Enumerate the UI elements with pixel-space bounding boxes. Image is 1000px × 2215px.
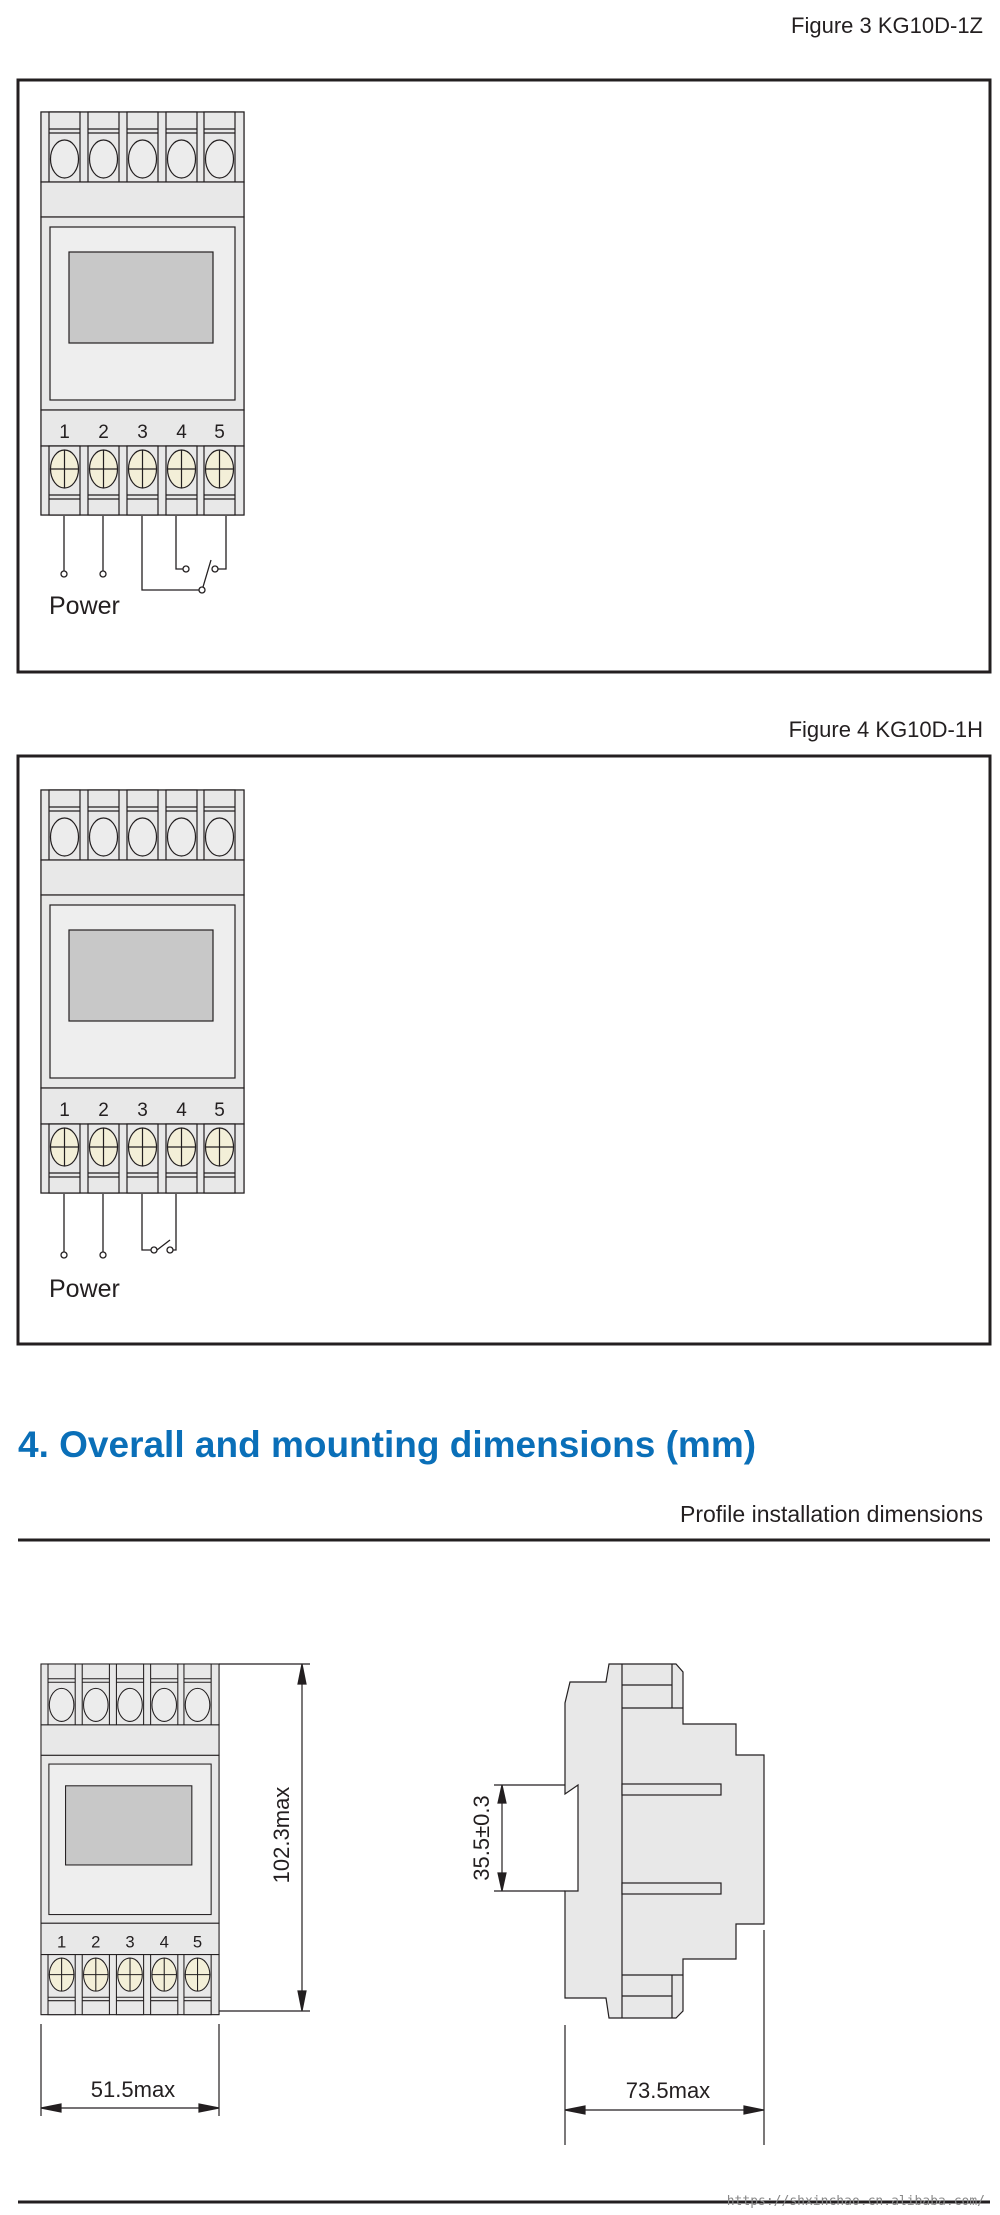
terminal-number: 4 (176, 422, 187, 443)
terminal-number: 1 (57, 1933, 66, 1952)
terminal-number: 2 (98, 422, 109, 443)
figure-4-caption: Figure 4 KG10D-1H (789, 717, 983, 742)
terminal-screw-hole (127, 817, 158, 857)
figure-4-power-label: Power (49, 1275, 120, 1303)
device-side-profile (564, 1663, 765, 2019)
upper-band (40, 1724, 220, 1756)
terminal-number: 3 (137, 422, 148, 443)
terminal-screw-hole (49, 817, 80, 857)
terminal-screw-hole (127, 139, 158, 179)
figure-4-wiring (60, 1194, 177, 1259)
terminal-number: 3 (125, 1933, 134, 1952)
figure-3-frame (16, 78, 992, 674)
figure-3-power-label: Power (49, 592, 120, 620)
section-subheading: Profile installation dimensions (680, 1501, 983, 1527)
terminal-number: 5 (214, 1100, 225, 1121)
terminal-number: 2 (98, 1100, 109, 1121)
terminal-number: 5 (214, 422, 225, 443)
device-front-view-dimensioned: 1 2 3 4 5 (40, 1663, 220, 2016)
terminal-number: 1 (59, 422, 70, 443)
upper-band (40, 859, 245, 896)
device-front-view: 1 2 3 4 5 (40, 111, 245, 516)
lcd-display (68, 251, 214, 344)
depth-dimension-label: 73.5max (626, 2078, 710, 2103)
terminal-number: 3 (137, 1100, 148, 1121)
terminal-screw-hole (184, 1687, 211, 1722)
terminal-screw-hole (151, 1687, 178, 1722)
terminal-number: 1 (59, 1100, 70, 1121)
number-band (40, 1922, 220, 1956)
terminal-screw-hole (48, 1687, 75, 1722)
number-band (40, 1087, 245, 1125)
terminal-screw-hole (117, 1687, 143, 1722)
lcd-display (65, 1785, 193, 1866)
rail-dimension-label: 35.5±0.3 (469, 1795, 494, 1880)
upper-band (40, 181, 245, 218)
watermark: https://shxinchao.cn.alibaba.com/ (727, 2194, 985, 2209)
terminal-screw-hole (88, 817, 119, 857)
number-band (40, 409, 245, 447)
figure-3-caption: Figure 3 KG10D-1Z (791, 13, 983, 38)
terminal-screw-hole (49, 139, 80, 179)
lcd-display (68, 929, 214, 1022)
terminal-number: 4 (176, 1100, 187, 1121)
terminal-number: 4 (160, 1933, 169, 1952)
terminal-screw-hole (166, 139, 197, 179)
terminal-number: 2 (91, 1933, 100, 1952)
side-dimensions (494, 1784, 765, 2145)
device-front-view: 1 2 3 4 5 (40, 789, 245, 1194)
height-dimension-label: 102.3max (269, 1787, 294, 1884)
figure-4-frame (16, 754, 992, 1346)
terminal-screw-hole (88, 139, 119, 179)
section-heading: 4. Overall and mounting dimensions (mm) (18, 1424, 756, 1465)
figure-3-wiring (60, 516, 227, 594)
terminal-number: 5 (193, 1933, 202, 1952)
width-dimension-label: 51.5max (91, 2077, 175, 2102)
terminal-screw-hole (166, 817, 197, 857)
terminal-screw-hole (83, 1687, 109, 1722)
terminal-screw-hole (204, 139, 235, 179)
terminal-screw-hole (204, 817, 235, 857)
front-dimensions (40, 1663, 310, 2116)
